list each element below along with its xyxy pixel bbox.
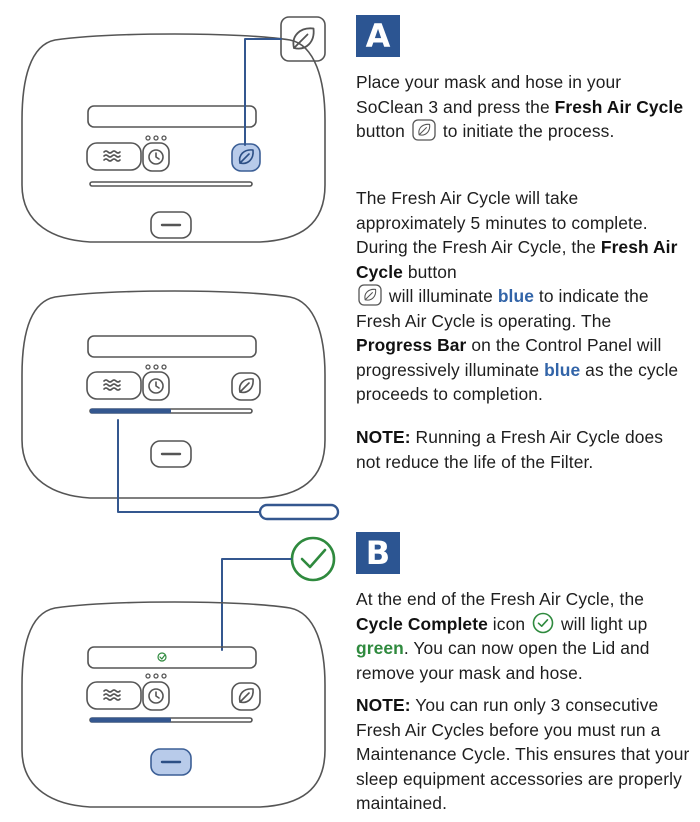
leaf-icon (358, 284, 382, 306)
device-outline (21, 601, 326, 808)
clock-icon (148, 378, 164, 394)
timer-button[interactable] (142, 681, 170, 711)
fresh-air-button[interactable] (231, 372, 261, 401)
timer-button[interactable] (142, 371, 170, 401)
power-button[interactable] (150, 211, 192, 239)
device-outline (21, 33, 326, 243)
duration-text: as the cycle proceeds to completion. (356, 359, 679, 405)
intro-text: to initiate the process. (437, 121, 615, 141)
progress-callout-line (117, 419, 261, 513)
complete-text: will light up (556, 613, 648, 634)
leaf-icon (292, 27, 315, 50)
leaf-icon (238, 688, 254, 704)
duration-text: button (402, 261, 457, 282)
note-text: Running a Fresh Air Cycle does not reduc… (356, 427, 664, 472)
control-panel-diagrams (21, 16, 340, 808)
progress-bar-fill (90, 717, 171, 723)
fan-icon (103, 150, 121, 162)
control-panel-a1 (21, 33, 326, 243)
status-dots (145, 135, 167, 141)
clock-icon (148, 149, 164, 165)
note-text: You can run only 3 consecutive Fresh Air… (356, 695, 690, 813)
note-label: NOTE: (356, 427, 411, 447)
check-mark (159, 654, 166, 660)
complete-text: . You can now open the Lid and remove yo… (356, 638, 650, 683)
duration-text: The Fresh Air Cycle will take approximat… (356, 188, 648, 257)
intro-text: Place your mask and hose in your SoClean… (356, 72, 622, 117)
check-circle-icon (290, 536, 336, 582)
step-b-badge: B (356, 532, 400, 574)
fan-icon (103, 379, 121, 391)
complete-text: At the end of the Fresh Air Cycle, the (356, 589, 644, 609)
status-dots (145, 364, 167, 370)
complete-text: icon (487, 613, 526, 634)
progress-callout (117, 419, 340, 521)
leaf-callout (244, 16, 326, 146)
blue-word: blue (497, 286, 534, 306)
fresh-air-button[interactable] (231, 682, 261, 711)
power-button[interactable] (150, 440, 192, 468)
duration-text: will illuminate (384, 286, 498, 306)
leaf-callout-line (244, 38, 282, 146)
note-label: NOTE: (356, 695, 411, 715)
fan-button[interactable] (86, 142, 142, 171)
fresh-air-cycle-label: Fresh Air Cycle (356, 237, 678, 282)
control-panel-a2 (21, 290, 326, 499)
check-callout-line (221, 558, 292, 651)
intro-text: button (356, 121, 405, 141)
fan-button[interactable] (86, 681, 142, 710)
leaf-icon (412, 119, 436, 141)
display-window (87, 646, 257, 669)
display-window (87, 105, 257, 128)
progress-bar-label: Progress Bar (356, 335, 467, 355)
duration-text: on the Control Panel will progressively … (356, 335, 662, 380)
control-panel-b (21, 601, 326, 808)
blue-word: blue (544, 359, 581, 380)
fresh-air-cycle-label: Fresh Air Cycle (554, 96, 684, 117)
cycle-complete-label: Cycle Complete (356, 613, 488, 634)
leaf-icon (238, 378, 254, 394)
step-a-intro: Place your mask and hose in your SoClean… (356, 70, 690, 144)
step-a-badge: A (356, 15, 400, 57)
check-callout (221, 536, 336, 651)
green-word: green (356, 638, 404, 658)
step-a-note: NOTE: Running a Fresh Air Cycle does not… (356, 425, 690, 474)
step-b-complete: At the end of the Fresh Air Cycle, the C… (356, 587, 690, 685)
progress-bar-fill (90, 408, 171, 414)
status-dots (145, 673, 167, 679)
clock-icon (148, 688, 164, 704)
fan-button[interactable] (86, 371, 142, 400)
step-a-duration: The Fresh Air Cycle will take approximat… (356, 186, 690, 407)
device-outline (21, 290, 326, 499)
fan-icon (103, 689, 121, 701)
display-window (87, 335, 257, 358)
progress-callout-bar (258, 503, 340, 521)
step-b-note: NOTE: You can run only 3 consecutive Fre… (356, 693, 690, 816)
check-mark (300, 548, 327, 569)
check-circle-icon (532, 612, 554, 633)
duration-text: to indicate the Fresh Air Cycle is opera… (356, 286, 649, 331)
progress-bar-track (89, 181, 253, 187)
check-circle-icon (157, 652, 167, 662)
timer-button[interactable] (142, 142, 170, 172)
